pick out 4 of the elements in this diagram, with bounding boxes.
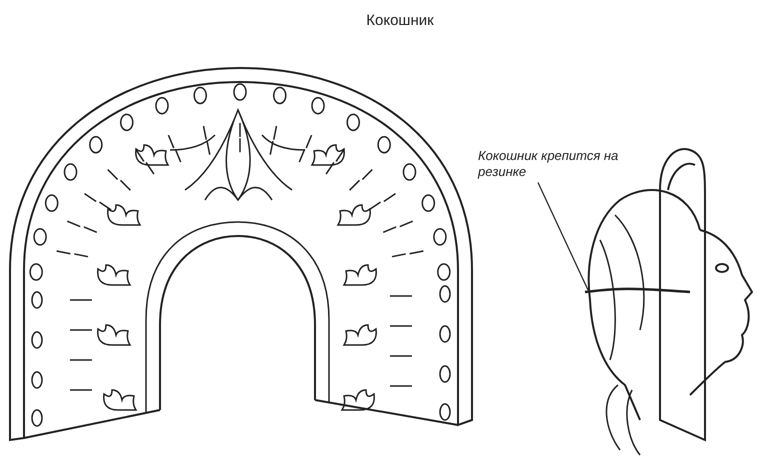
leader-line [537, 182, 589, 290]
elastic-band [584, 288, 690, 294]
callout-text: Кокошник крепится на резинке [478, 148, 638, 180]
title: Кокошник [365, 12, 435, 29]
